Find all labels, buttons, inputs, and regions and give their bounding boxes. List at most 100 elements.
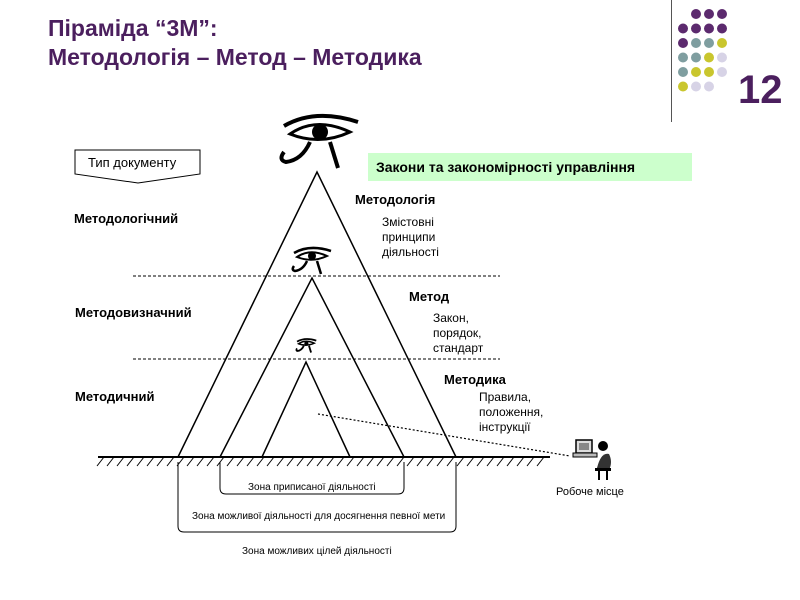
doc-level-methodical: Методичний bbox=[75, 389, 155, 404]
hatch-line bbox=[406, 456, 415, 467]
slide-title: Піраміда “3М”: Методологія – Метод – Мет… bbox=[48, 14, 422, 72]
header-divider bbox=[671, 0, 672, 122]
zone-brace-1 bbox=[219, 462, 405, 495]
decor-dot bbox=[678, 67, 688, 77]
hatch-line bbox=[536, 456, 545, 467]
hatch-line bbox=[126, 456, 135, 467]
decor-dot bbox=[691, 67, 701, 77]
hatch-line bbox=[226, 456, 235, 467]
pyramid-methodology bbox=[177, 170, 457, 458]
decor-dot bbox=[691, 23, 701, 34]
desc-line: діяльності bbox=[382, 245, 439, 259]
decor-dot bbox=[704, 9, 714, 19]
desc-line: інструкції bbox=[479, 420, 531, 434]
hatch-line bbox=[196, 456, 205, 467]
computer-user-icon bbox=[572, 439, 611, 480]
decor-dot bbox=[717, 67, 727, 77]
pyramid-desc-method: Закон, порядок, стандарт bbox=[433, 311, 483, 356]
hatch-line bbox=[96, 456, 105, 467]
desc-line: Змістовні bbox=[382, 215, 434, 229]
zone-label-possible-goals: Зона можливих цілей діяльності bbox=[242, 546, 392, 557]
slide-number: 12 bbox=[738, 68, 783, 112]
hatch-line bbox=[256, 456, 265, 467]
decor-dot bbox=[678, 38, 688, 48]
desc-line: Правила, bbox=[479, 390, 532, 404]
hatch-line bbox=[456, 456, 465, 467]
hatch-line bbox=[346, 456, 355, 467]
desc-line: Закон, bbox=[433, 311, 469, 325]
hatch-line bbox=[466, 456, 475, 467]
hatch-line bbox=[166, 456, 175, 467]
hatch-line bbox=[306, 456, 315, 467]
decor-dot bbox=[704, 81, 714, 92]
decor-dot bbox=[704, 38, 714, 48]
pyramid-desc-methodology: Змістовні принципи діяльності bbox=[382, 215, 439, 260]
decor-dot bbox=[704, 23, 714, 34]
decor-dot bbox=[678, 81, 688, 92]
hatch-line bbox=[356, 456, 365, 467]
hatch-line bbox=[116, 456, 125, 467]
title-line-1: Піраміда “3М”: bbox=[48, 15, 218, 41]
hatch-line bbox=[106, 456, 115, 467]
hatch-line bbox=[326, 456, 335, 467]
decor-dot bbox=[691, 38, 701, 48]
decor-dot bbox=[717, 23, 727, 34]
decor-dot bbox=[717, 38, 727, 48]
title-line-2: Методологія – Метод – Методика bbox=[48, 44, 422, 70]
hatch-line bbox=[376, 456, 385, 467]
ground-hatching bbox=[96, 456, 545, 467]
decor-dot bbox=[691, 9, 701, 19]
decor-dot bbox=[717, 52, 727, 63]
hatch-line bbox=[396, 456, 405, 467]
workplace-link bbox=[317, 413, 571, 457]
hatch-line bbox=[246, 456, 255, 467]
eye-of-horus-icon bbox=[279, 113, 359, 169]
workplace-label: Робоче місце bbox=[556, 486, 624, 498]
decor-dot bbox=[704, 67, 714, 77]
hatch-line bbox=[366, 456, 375, 467]
pyramid-label-methodika: Методика bbox=[444, 372, 506, 387]
hatch-line bbox=[506, 456, 515, 467]
hatch-line bbox=[476, 456, 485, 467]
decor-dot bbox=[691, 52, 701, 63]
desc-line: положення, bbox=[479, 405, 544, 419]
hatch-line bbox=[526, 456, 535, 467]
desc-line: принципи bbox=[382, 230, 436, 244]
hatch-line bbox=[266, 456, 275, 467]
hatch-line bbox=[316, 456, 325, 467]
hatch-line bbox=[286, 456, 295, 467]
decor-dot bbox=[691, 81, 701, 92]
hatch-line bbox=[136, 456, 145, 467]
pyramid-method bbox=[219, 276, 405, 458]
doc-type-arrow-box bbox=[74, 149, 201, 184]
doc-type-header: Тип документу bbox=[88, 155, 177, 170]
hatch-line bbox=[426, 456, 435, 467]
pyramid-label-methodology: Методологія bbox=[355, 192, 436, 207]
hatch-line bbox=[236, 456, 245, 467]
decor-dot bbox=[717, 9, 727, 19]
decorative-dot-grid bbox=[678, 9, 727, 92]
hatch-line bbox=[156, 456, 165, 467]
decor-dot bbox=[704, 52, 714, 63]
hatch-line bbox=[276, 456, 285, 467]
hatch-line bbox=[416, 456, 425, 467]
eye-of-horus-small-icon bbox=[291, 246, 332, 275]
hatch-line bbox=[146, 456, 155, 467]
doc-level-method-defining: Методовизначний bbox=[75, 305, 192, 320]
hatch-line bbox=[516, 456, 525, 467]
pyramid-desc-methodika: Правила, положення, інструкції bbox=[479, 390, 543, 435]
hatch-line bbox=[436, 456, 445, 467]
hatch-line bbox=[216, 456, 225, 467]
zone-label-possible-activity: Зона можливої діяльності для досягнення … bbox=[192, 511, 446, 522]
zone-brace-2 bbox=[177, 462, 457, 533]
hatch-line bbox=[386, 456, 395, 467]
doc-level-methodological: Методологічний bbox=[74, 211, 179, 226]
hatch-line bbox=[486, 456, 495, 467]
hatch-line bbox=[186, 456, 195, 467]
pyramid-label-method: Метод bbox=[409, 289, 450, 304]
hatch-line bbox=[496, 456, 505, 467]
zone-label-prescribed: Зона приписаної діяльності bbox=[248, 482, 376, 493]
laws-box: Закони та закономірності управління bbox=[368, 153, 692, 181]
eye-of-horus-tiny-icon bbox=[295, 338, 317, 353]
